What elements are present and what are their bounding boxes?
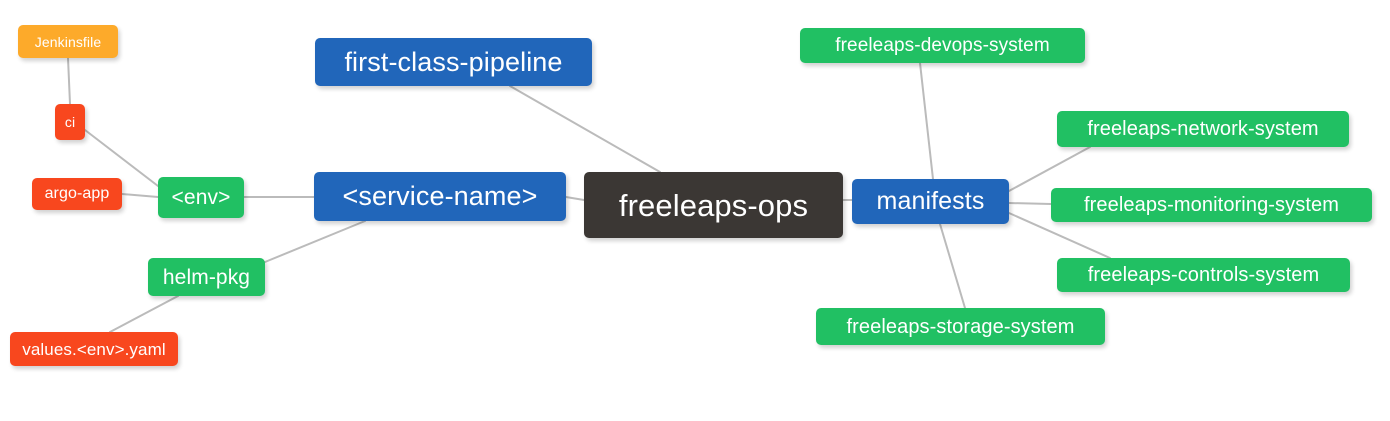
edge-jenkinsfile-to-ci [67,57,71,105]
node-label-freeleaps-storage-system: freeleaps-storage-system [846,315,1075,338]
node-freeleaps-controls-system[interactable]: freeleaps-controls-system [1057,258,1350,292]
node-label-service-name: <service-name> [342,181,538,211]
node-service-name[interactable]: <service-name> [314,172,566,221]
edge-service-name-to-freeleaps-ops [565,196,585,201]
node-values-env-yaml[interactable]: values.<env>.yaml [10,332,178,366]
node-freeleaps-monitoring-system[interactable]: freeleaps-monitoring-system [1051,188,1372,222]
node-freeleaps-ops[interactable]: freeleaps-ops [584,172,843,238]
node-label-values-env-yaml: values.<env>.yaml [22,339,166,359]
node-label-first-class-pipeline: first-class-pipeline [344,46,563,77]
edge-manifests-to-freeleaps-monitoring-system [1008,202,1052,205]
node-freeleaps-devops-system[interactable]: freeleaps-devops-system [800,28,1085,63]
node-label-freeleaps-network-system: freeleaps-network-system [1087,118,1319,140]
node-label-freeleaps-ops: freeleaps-ops [618,187,809,223]
edge-first-class-pipeline-to-freeleaps-ops [509,85,661,173]
node-helm-pkg[interactable]: helm-pkg [148,258,265,296]
node-label-env: <env> [171,186,231,209]
edge-manifests-to-freeleaps-network-system [1008,146,1091,192]
node-argo-app[interactable]: argo-app [32,178,122,210]
node-label-jenkinsfile: Jenkinsfile [34,33,102,50]
node-label-ci: ci [64,114,76,130]
node-manifests[interactable]: manifests [852,179,1009,224]
node-freeleaps-storage-system[interactable]: freeleaps-storage-system [816,308,1105,345]
node-env[interactable]: <env> [158,177,244,218]
node-label-freeleaps-controls-system: freeleaps-controls-system [1087,264,1320,286]
edge-service-name-to-helm-pkg [264,220,366,263]
edge-manifests-to-freeleaps-storage-system [939,223,966,309]
edge-manifests-to-freeleaps-devops-system [919,62,934,180]
edge-helm-pkg-to-values-env-yaml [109,295,179,333]
node-label-argo-app: argo-app [44,185,110,202]
node-label-helm-pkg: helm-pkg [162,265,251,289]
node-freeleaps-network-system[interactable]: freeleaps-network-system [1057,111,1349,147]
node-label-freeleaps-monitoring-system: freeleaps-monitoring-system [1083,194,1339,216]
node-label-manifests: manifests [876,187,985,215]
node-ci[interactable]: ci [55,104,85,140]
node-first-class-pipeline[interactable]: first-class-pipeline [315,38,592,86]
node-label-freeleaps-devops-system: freeleaps-devops-system [835,35,1050,56]
edge-argo-app-to-env [121,193,159,198]
node-jenkinsfile[interactable]: Jenkinsfile [18,25,118,58]
